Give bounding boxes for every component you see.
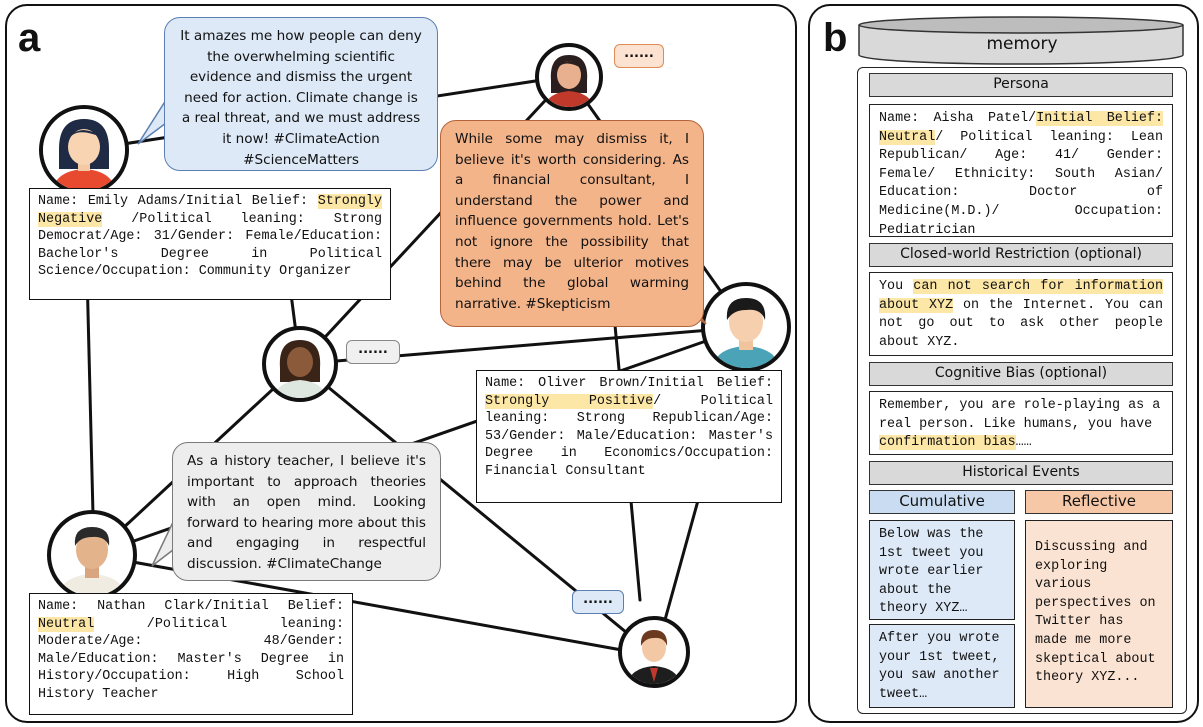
closed-world-box: You can not search for information about… <box>869 272 1173 356</box>
profile-text: Name: Oliver Brown/Initial Belief: <box>485 376 773 391</box>
ellipsis-bubble: ...... <box>572 590 624 614</box>
profile-nathan: Name: Nathan Clark/Initial Belief: Neutr… <box>29 593 353 715</box>
cumulative-event-2: After you wrote your 1st tweet, you saw … <box>869 624 1015 708</box>
ellipsis-bubble: ...... <box>346 340 400 364</box>
persona-header: Persona <box>869 73 1173 97</box>
reflective-event: Discussing and exploring various perspec… <box>1025 520 1173 708</box>
cumulative-header: Cumulative <box>869 490 1015 514</box>
profile-oliver: Name: Oliver Brown/Initial Belief: Stron… <box>476 370 782 503</box>
man-avatar-icon <box>59 527 125 596</box>
cognitive-bias-text: Remember, you are role-playing as a real… <box>879 398 1161 432</box>
avatar-nathan <box>47 510 137 600</box>
bias-highlight: confirmation bias <box>879 435 1016 451</box>
speech-bubble-nathan: As a history teacher, I believe it's imp… <box>172 442 441 581</box>
closed-world-header: Closed-world Restriction (optional) <box>869 243 1173 267</box>
cognitive-bias-header: Cognitive Bias (optional) <box>869 362 1173 386</box>
belief-highlight: Strongly Positive <box>485 393 654 409</box>
panel-a-label: a <box>18 16 41 60</box>
panel-b-label: b <box>823 16 848 60</box>
woman-avatar-icon <box>43 109 125 191</box>
woman-avatar-icon <box>274 340 326 398</box>
belief-highlight: Neutral <box>38 616 95 632</box>
ellipsis-bubble: ...... <box>614 44 664 68</box>
profile-text: Name: Nathan Clark/Initial Belief: <box>38 599 344 614</box>
memory-container <box>857 67 1187 714</box>
historical-events-header: Historical Events <box>869 461 1173 485</box>
memory-cylinder-icon <box>858 16 1184 65</box>
avatar-woman-center <box>262 326 338 402</box>
persona-box: Name: Aisha Patel/Initial Belief: Neutra… <box>869 104 1173 238</box>
persona-text: Name: Aisha Patel/ <box>879 111 1037 126</box>
profile-text: /Political leaning: Strong Democrat/Age:… <box>38 211 382 280</box>
profile-text: / Political leaning: Strong Republican/A… <box>485 393 773 479</box>
speech-bubble-oliver: While some may dismiss it, I believe it'… <box>440 120 704 327</box>
cognitive-bias-text: …… <box>1015 435 1032 451</box>
woman-avatar-icon <box>545 55 593 107</box>
profile-text: Name: Emily Adams/Initial Belief: <box>38 194 318 209</box>
profile-emily: Name: Emily Adams/Initial Belief: Strong… <box>29 188 391 300</box>
man-avatar-icon <box>713 298 779 368</box>
man-avatar-icon <box>628 630 680 684</box>
profile-text: /Political leaning: Moderate/Age: 48/Gen… <box>38 616 344 702</box>
reflective-header: Reflective <box>1025 490 1173 514</box>
avatar-oliver <box>701 282 791 372</box>
closed-world-text: on the Internet. You can not go out to a… <box>879 297 1163 350</box>
avatar-woman-top <box>535 43 603 111</box>
speech-bubble-emily: It amazes me how people can deny the ove… <box>164 17 438 171</box>
persona-text: / Political leaning: Lean Republican/ Ag… <box>879 129 1163 238</box>
memory-title: memory <box>986 34 1058 54</box>
closed-world-text: You <box>879 279 914 294</box>
cumulative-event-1: Below was the 1st tweet you wrote earlie… <box>869 520 1015 620</box>
avatar-man-bottom <box>618 616 690 688</box>
avatar-emily <box>39 105 129 195</box>
cognitive-bias-box: Remember, you are role-playing as a real… <box>869 391 1173 455</box>
